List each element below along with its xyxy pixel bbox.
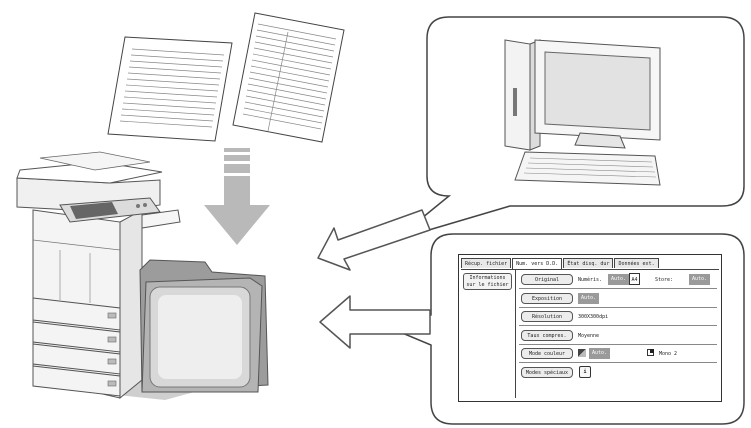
row-color-mode: Mode couleur Auto. Mono 2 <box>519 346 717 363</box>
color-mode-button[interactable]: Mode couleur <box>521 348 573 359</box>
resolution-button[interactable]: Résolution <box>521 311 573 322</box>
arrow-from-screen-icon <box>319 295 431 349</box>
original-button[interactable]: Original <box>521 274 573 285</box>
tab-num-vers-dd[interactable]: Num. vers D.D. <box>512 258 563 269</box>
down-arrow-icon <box>204 148 270 245</box>
exposure-button[interactable]: Exposition <box>521 293 573 304</box>
store-label: Store: <box>655 277 674 283</box>
panel-divider <box>515 270 516 398</box>
file-info-button[interactable]: Informations sur le fichier <box>463 273 512 290</box>
computer-icon <box>504 39 661 186</box>
special-mode-info-icon[interactable]: i <box>579 366 591 378</box>
original-value: Numéris. <box>578 277 603 283</box>
paper-size-icon: A4 <box>629 273 640 285</box>
operation-panel-screen: Récup. fichier Num. vers D.D. État disq.… <box>458 254 722 402</box>
tab-bar: Récup. fichier Num. vers D.D. État disq.… <box>461 258 660 269</box>
mono-icon <box>647 349 654 356</box>
compression-button[interactable]: Taux compres. <box>521 330 573 341</box>
row-original: Original Numéris. Auto. A4 Store: Auto. <box>519 272 717 289</box>
color-swatch-icon <box>578 349 586 357</box>
resolution-value: 300X300dpi <box>578 314 609 320</box>
document-right <box>232 12 345 143</box>
color-mode-auto-badge: Auto. <box>589 348 611 359</box>
tab-divider <box>461 269 719 270</box>
row-resolution: Résolution 300X300dpi <box>519 309 717 326</box>
row-special-modes: Modes spéciaux i <box>519 365 717 381</box>
mono-value: Mono 2 <box>659 351 678 357</box>
document-left <box>107 36 233 142</box>
file-info-line2: sur le fichier <box>466 282 509 288</box>
exposure-auto-badge: Auto. <box>578 293 600 304</box>
folder-icon <box>139 259 269 393</box>
original-auto-badge: Auto. <box>608 274 630 285</box>
row-exposition: Exposition Auto. <box>519 291 717 308</box>
tab-donnees-ext[interactable]: Données ext. <box>614 258 659 268</box>
store-auto-badge: Auto. <box>689 274 711 285</box>
row-compression: Taux compres. Moyenne <box>519 328 717 345</box>
arrow-from-computer-icon <box>317 209 431 271</box>
compression-value: Moyenne <box>578 333 600 339</box>
file-info-line1: Informations <box>469 275 506 281</box>
special-modes-button[interactable]: Modes spéciaux <box>521 367 573 378</box>
tab-etat-disque-dur[interactable]: État disq. dur <box>563 258 614 268</box>
tab-recup-fichier[interactable]: Récup. fichier <box>461 258 512 268</box>
